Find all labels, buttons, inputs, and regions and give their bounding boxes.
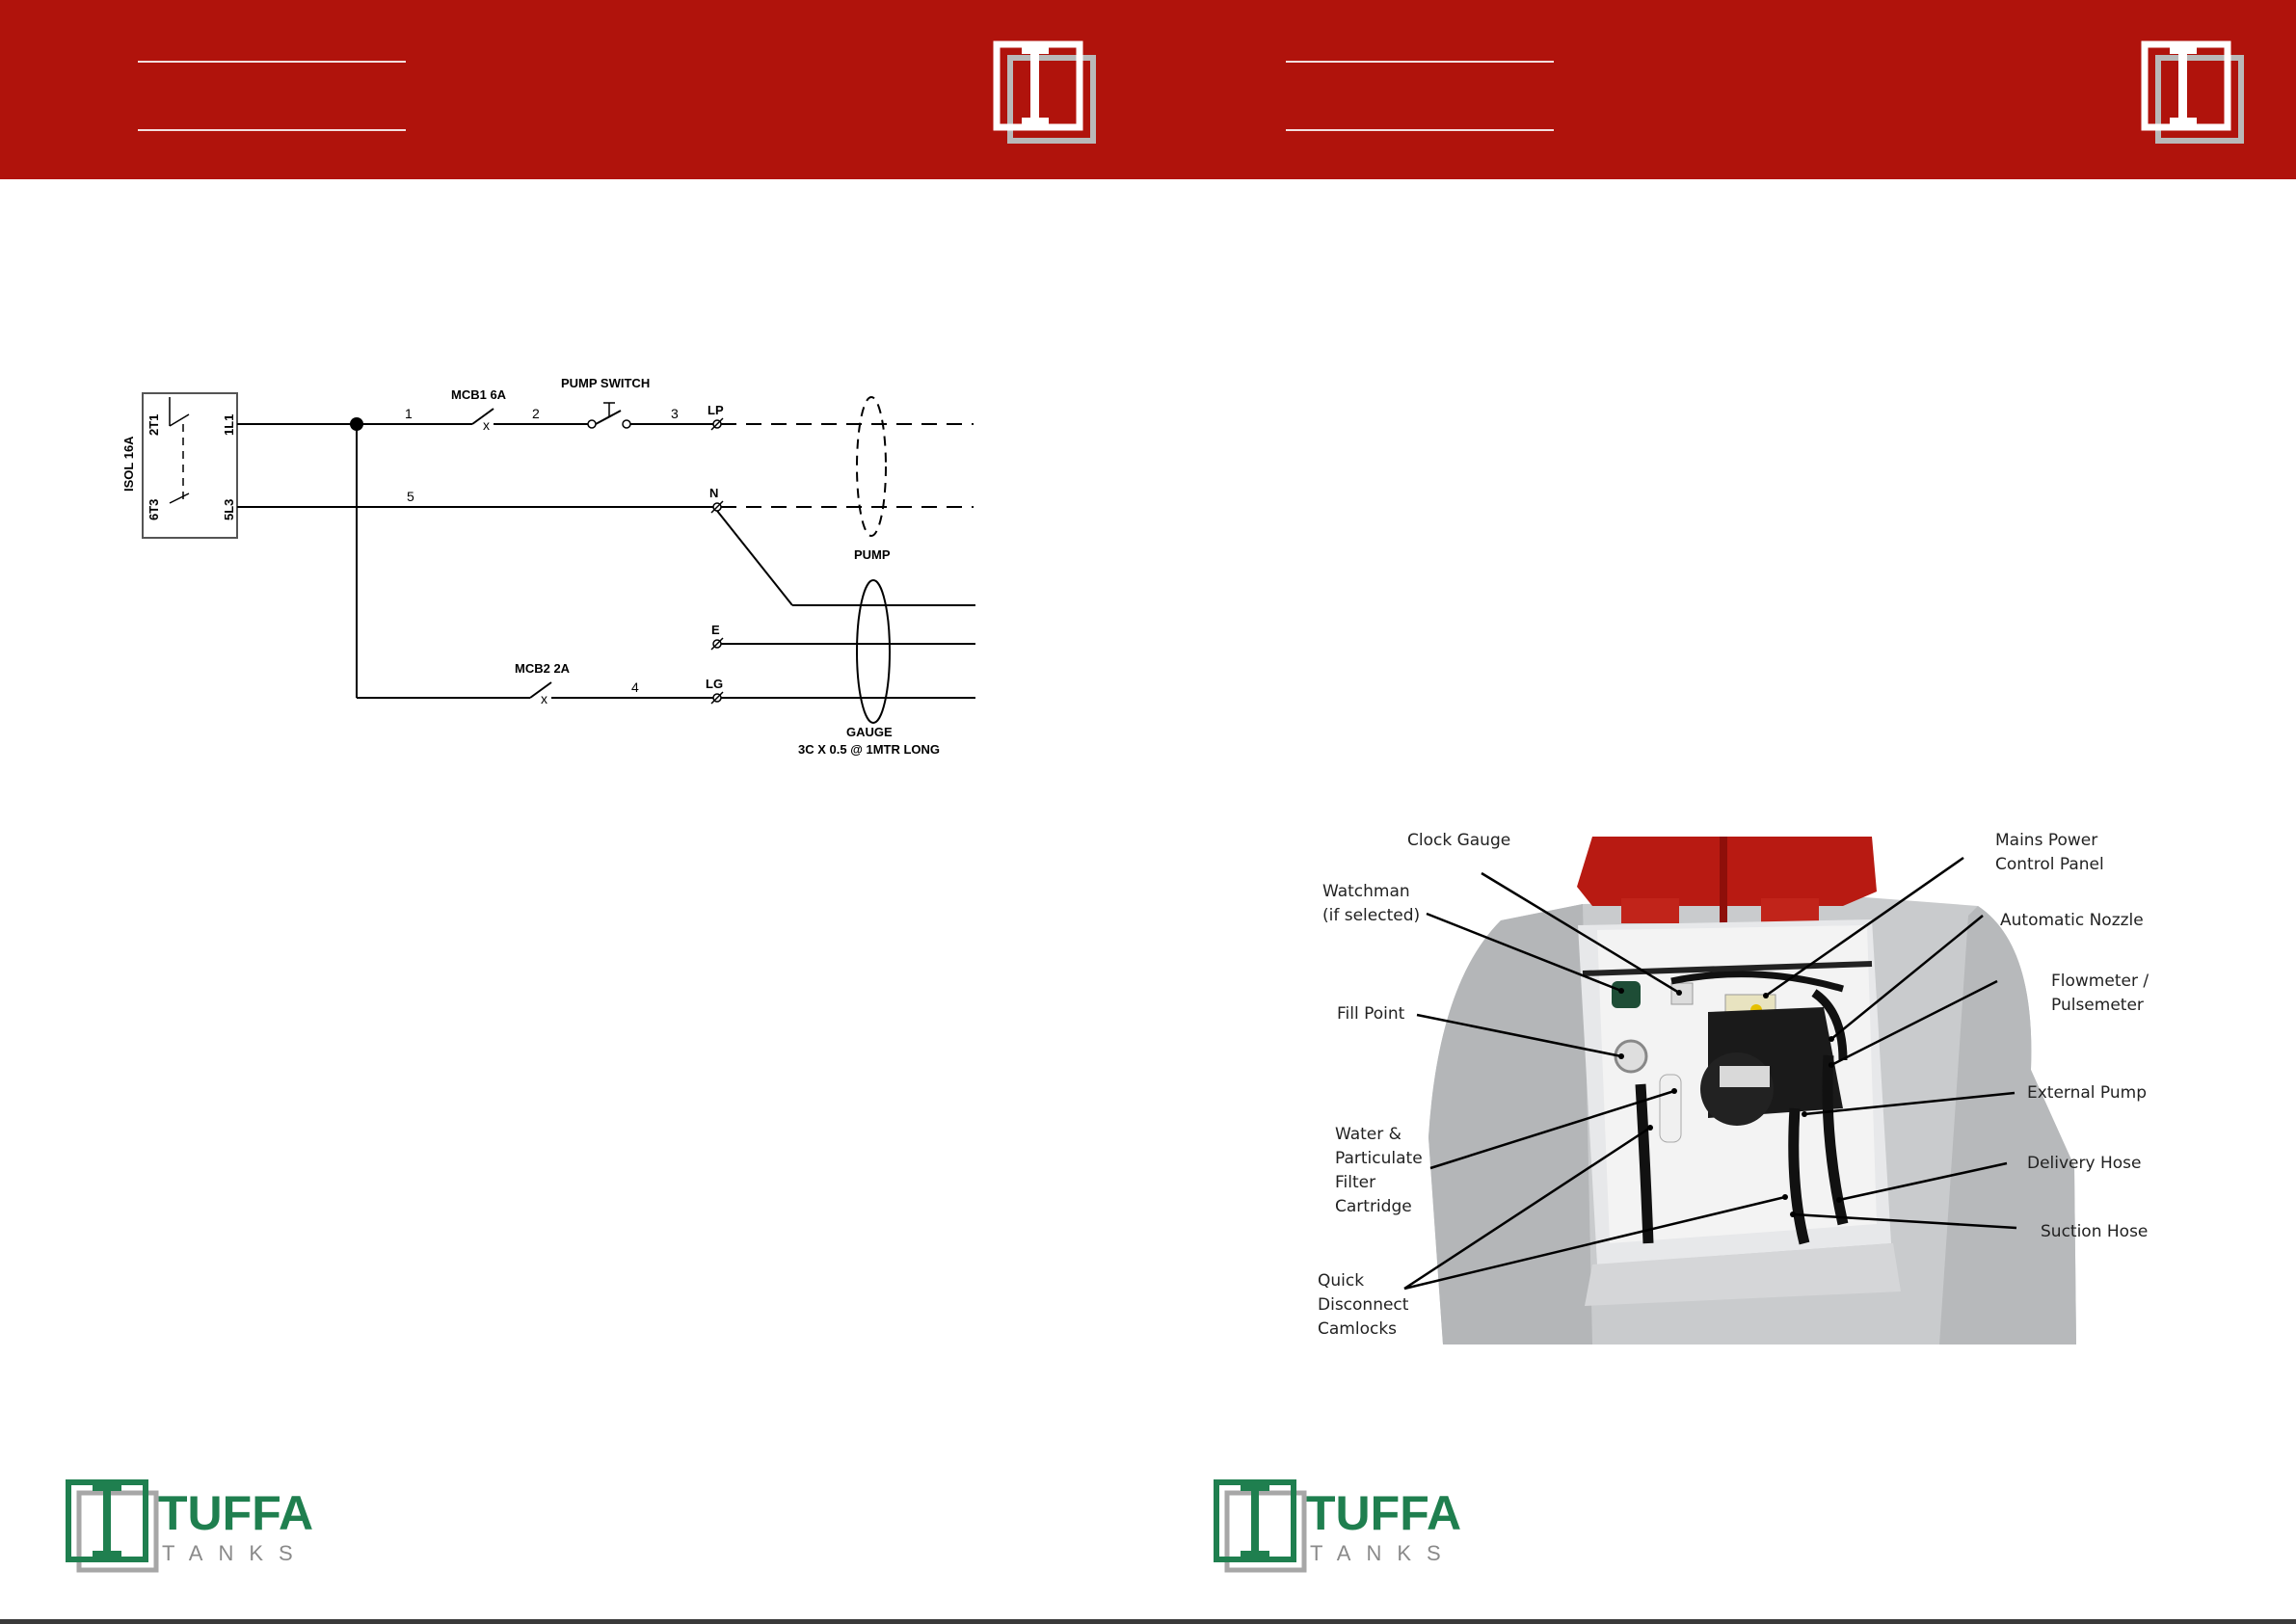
callout-delivery-hose: Delivery Hose (2027, 1154, 2142, 1173)
wire-number: 4 (631, 679, 639, 695)
isolator-label: ISOL 16A (121, 436, 136, 492)
callout-external-pump: External Pump (2027, 1083, 2148, 1103)
brand-name: TUFFA (158, 1486, 313, 1540)
gauge-cable-ellipse (856, 579, 891, 724)
brand-mark-icon (993, 40, 1096, 144)
footer-rule (0, 1619, 1148, 1624)
isolator-box (142, 392, 238, 539)
gauge-cable-spec: 3C X 0.5 @ 1MTR LONG (798, 742, 940, 757)
header-rule (138, 61, 406, 63)
terminal-label: LG (706, 677, 723, 691)
pump-switch-label: PUMP SWITCH (561, 376, 650, 390)
pump-cable-ellipse (856, 396, 887, 537)
terminal-label: LP (707, 403, 724, 417)
terminal-label: N (709, 486, 718, 500)
callout-suction-hose: Suction Hose (2041, 1222, 2149, 1241)
pump-label: PUMP (854, 547, 891, 562)
mcb1-label: MCB1 6A (451, 387, 507, 402)
mcb-mark: x (483, 417, 490, 433)
header-rule (1286, 129, 1554, 131)
isolator-terminal: 6T3 (147, 499, 161, 520)
left-page: ISOL 16A 2T1 6T3 1L1 5L3 x (0, 0, 1148, 1624)
wire-number: 2 (532, 406, 540, 421)
page-header (0, 0, 1148, 179)
callout-fill-point: Fill Point (1337, 1004, 1405, 1024)
callout-clock-gauge: Clock Gauge (1407, 831, 1511, 850)
callout-nozzle: Automatic Nozzle (2000, 911, 2144, 930)
header-rule (1286, 61, 1554, 63)
callout-filter: Water & Particulate Filter Cartridge (1335, 1125, 1423, 1216)
header-rule (138, 129, 406, 131)
callout-mains-power: Mains Power Control Panel (1995, 831, 2104, 874)
tuffa-tanks-logo: TUFFA TANKS (1214, 1479, 1461, 1573)
callout-camlocks: Quick Disconnect Camlocks (1318, 1271, 1409, 1339)
tuffa-tanks-logo: TUFFA TANKS (66, 1479, 313, 1573)
isolator-terminal: 1L1 (222, 414, 236, 436)
isolator-terminal: 5L3 (222, 499, 236, 520)
tank-illustration (1403, 837, 2076, 1344)
right-page: TUFFA TANKS (1148, 0, 2296, 1624)
brand-mark-icon (2141, 40, 2244, 144)
wire-number: 1 (405, 406, 413, 421)
brand-name: TUFFA (1306, 1486, 1461, 1540)
brand-subname: TANKS (1310, 1541, 1456, 1565)
page-header (1148, 0, 2296, 179)
gauge-label: GAUGE (846, 725, 893, 739)
terminal-label: E (711, 623, 720, 637)
wiring-schematic: ISOL 16A 2T1 6T3 1L1 5L3 x (121, 376, 975, 757)
isolator-terminal: 2T1 (147, 414, 161, 436)
callout-watchman: Watchman (if selected) (1322, 882, 1421, 925)
brand-subname: TANKS (162, 1541, 308, 1565)
footer-rule (1148, 1619, 2296, 1624)
mcb-mark: x (541, 691, 547, 706)
wire-number: 5 (407, 489, 414, 504)
mcb2-label: MCB2 2A (515, 661, 571, 676)
wire-number: 3 (671, 406, 679, 421)
tank-photo-diagram: Clock Gauge Watchman (if selected) Fill … (1303, 819, 2171, 1344)
callout-flowmeter: Flowmeter / Pulsemeter (2051, 972, 2149, 1015)
